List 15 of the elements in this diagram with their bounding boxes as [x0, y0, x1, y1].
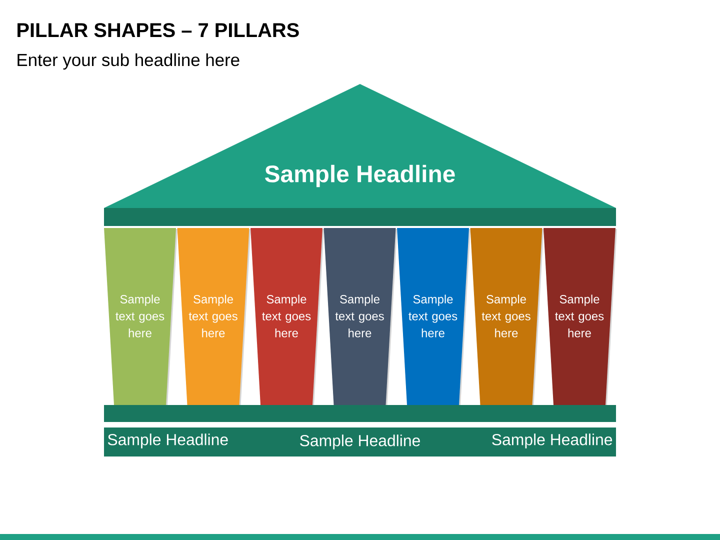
beam	[104, 208, 616, 226]
headline-text: Sample Headline	[492, 434, 612, 448]
pillar: Sample text goes here	[544, 228, 617, 405]
headline-text: Sample Headline	[108, 434, 228, 448]
base-slab	[104, 405, 616, 422]
pillar: Sample text goes here	[397, 228, 470, 405]
pillar: Sample text goes here	[470, 228, 544, 405]
headline-text: Sample Headline	[300, 434, 420, 450]
pillar: Sample text goes here	[177, 228, 251, 405]
subtitle: Enter your sub headline here	[18, 53, 240, 70]
pillar: Sample text goes here	[250, 228, 324, 405]
roof-triangle: Sample Headline	[104, 84, 616, 208]
title: PILLAR SHAPES – 7 PILLARS	[18, 23, 299, 38]
pillar: Sample text goes here	[104, 228, 178, 405]
pillar: Sample text goes here	[324, 228, 398, 405]
